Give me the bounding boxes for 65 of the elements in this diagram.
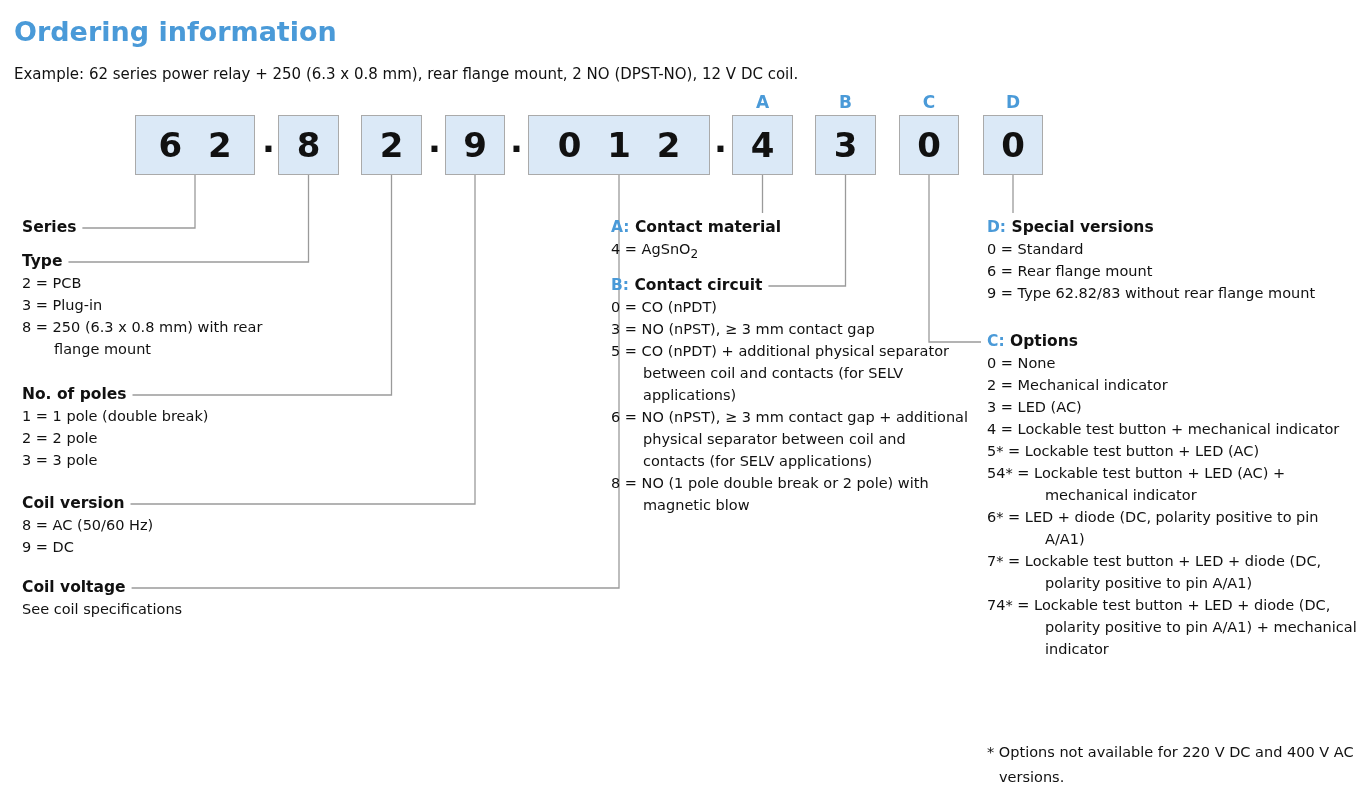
option-item: 74* = Lockable test button + LED + diode (DC, polarity positive to pin A/A1) + mechanical indicator xyxy=(987,596,1358,659)
option-item: 2 = Mechanical indicator xyxy=(987,376,1169,395)
option-item: 3 = 3 pole xyxy=(22,451,99,470)
separator-dot: . xyxy=(714,128,727,153)
position-letter: C xyxy=(921,92,937,112)
option-item: 9 = Type 62.82/83 without rear flange mount xyxy=(987,284,1317,303)
footnote: * Options not available for 220 V DC and 400 V AC versions. xyxy=(987,743,1355,787)
code-digit-box: 2 xyxy=(361,115,422,175)
option-item: 8 = NO (1 pole double break or 2 pole) with magnetic blow xyxy=(611,474,930,515)
separator-dot: . xyxy=(428,128,441,153)
leader-line xyxy=(67,174,310,263)
section-heading: D: Special versions xyxy=(987,217,1154,238)
section-heading: Type xyxy=(22,251,63,272)
option-item: 54* = Lockable test button + LED (AC) + mechanical indicator xyxy=(987,464,1287,505)
code-digit-box: 0 1 2 xyxy=(528,115,710,175)
leader-line xyxy=(81,174,196,229)
section-heading: Coil voltage xyxy=(22,577,126,598)
option-item: 2 = 2 pole xyxy=(22,429,99,448)
leader-line xyxy=(130,174,620,589)
option-item: 3 = LED (AC) xyxy=(987,398,1083,417)
option-item: 2 = PCB xyxy=(22,274,83,293)
option-item: 6 = NO (nPST), ≥ 3 mm contact gap + additional physical separator between coil and contacts (for SELV applications) xyxy=(611,408,969,471)
leader-line xyxy=(928,174,982,343)
code-digit-box: 0 xyxy=(899,115,959,175)
position-letter: D xyxy=(1004,92,1022,112)
leader-line xyxy=(1012,174,1014,214)
section-heading: Coil version xyxy=(22,493,125,514)
leader-line xyxy=(761,174,764,214)
example-note: Example: 62 series power relay + 250 (6.3 x 0.8 mm), rear flange mount, 2 NO (DPST-NO), 12 V DC coil. xyxy=(14,64,799,85)
code-digit-box: 6 2 xyxy=(135,115,255,175)
option-item: 4 = AgSnO$_{2}$ xyxy=(611,240,700,263)
option-item: 8 = AC (50/60 Hz) xyxy=(22,516,155,535)
option-item: 1 = 1 pole (double break) xyxy=(22,407,210,426)
option-item: 7* = Lockable test button + LED + diode (DC, polarity positive to pin A/A1) xyxy=(987,552,1323,593)
option-item: 4 = Lockable test button + mechanical indicator xyxy=(987,420,1341,439)
position-letter: A xyxy=(754,92,771,112)
option-item: See coil specifications xyxy=(22,600,184,619)
option-item: 0 = None xyxy=(987,354,1057,373)
option-item: 5* = Lockable test button + LED (AC) xyxy=(987,442,1261,461)
section-heading: No. of poles xyxy=(22,384,127,405)
option-item: 0 = CO (nPDT) xyxy=(611,298,718,317)
page-title: Ordering information xyxy=(14,16,337,47)
code-digit-box: 9 xyxy=(445,115,505,175)
code-digit-box: 8 xyxy=(278,115,339,175)
option-item: 3 = NO (nPST), ≥ 3 mm contact gap xyxy=(611,320,876,339)
leader-line xyxy=(129,174,476,505)
option-item: 5 = CO (nPDT) + additional physical separator between coil and contacts (for SELV applications) xyxy=(611,342,950,405)
leader-line xyxy=(131,174,393,396)
section-heading: B: Contact circuit xyxy=(611,275,763,296)
code-digit-box: 0 xyxy=(983,115,1043,175)
section-heading: Series xyxy=(22,217,77,238)
option-item: 3 = Plug-in xyxy=(22,296,104,315)
section-heading: C: Options xyxy=(987,331,1078,352)
option-item: 6 = Rear flange mount xyxy=(987,262,1154,281)
code-digit-box: 4 xyxy=(732,115,793,175)
separator-dot: . xyxy=(510,128,523,153)
option-item: 9 = DC xyxy=(22,538,75,557)
option-item: 6* = LED + diode (DC, polarity positive to pin A/A1) xyxy=(987,508,1320,549)
leader-line xyxy=(767,174,847,287)
option-item: 0 = Standard xyxy=(987,240,1085,259)
position-letter: B xyxy=(838,92,853,112)
separator-dot: . xyxy=(262,128,275,153)
code-digit-box: 3 xyxy=(815,115,876,175)
section-heading: A: Contact material xyxy=(611,217,782,238)
option-item: 8 = 250 (6.3 x 0.8 mm) with rear flange mount xyxy=(22,318,264,359)
